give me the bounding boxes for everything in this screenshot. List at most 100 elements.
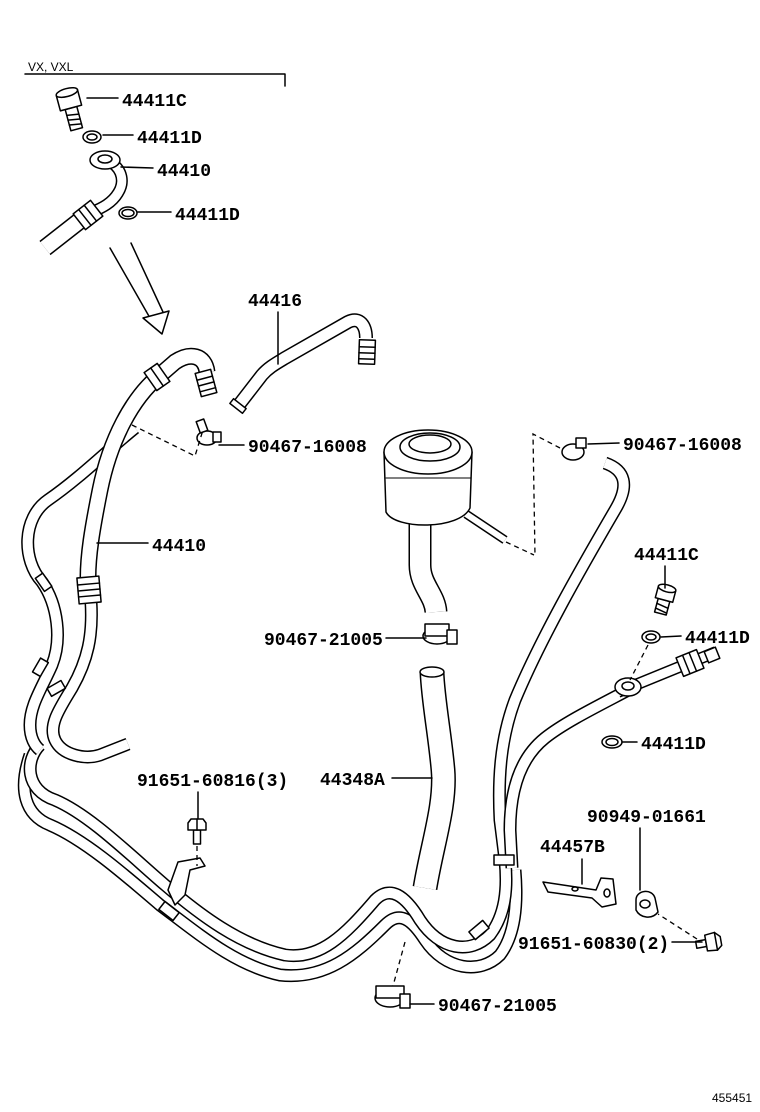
side-outlet-fill xyxy=(466,514,505,540)
part-number-label: 44348A xyxy=(320,771,385,791)
arrow-line xyxy=(109,247,151,319)
gasket-right-upper xyxy=(641,630,661,644)
assembly-lines xyxy=(131,424,698,987)
bolt-head xyxy=(703,931,723,952)
fitting-body xyxy=(357,338,377,366)
thread-line xyxy=(199,386,217,393)
hose-end xyxy=(229,397,247,415)
tube-clamps xyxy=(31,572,515,941)
variant-label: VX, VXL xyxy=(28,60,74,74)
thread-line xyxy=(358,351,376,355)
hose-fitting xyxy=(675,648,705,678)
part-number-label: 44410 xyxy=(157,162,211,182)
thread-line xyxy=(77,594,102,598)
clamp-hole xyxy=(639,899,651,909)
thread-line xyxy=(76,582,101,586)
gasket-lower xyxy=(118,206,138,220)
main-pressure-hose xyxy=(53,356,218,757)
part-number-labels: 44411C 44411D 44410 44411D 44416 90467-1… xyxy=(122,92,750,1017)
tube-fill xyxy=(53,602,128,757)
gasket-hole xyxy=(121,208,135,218)
inset-variant: VX, VXL xyxy=(24,60,286,335)
banjo-fitting xyxy=(89,150,121,170)
bracket-hole xyxy=(603,888,611,898)
part-number-label: 44411C xyxy=(634,546,699,566)
leader-line xyxy=(587,442,620,445)
bracket-left xyxy=(167,857,206,906)
clamp-band xyxy=(375,985,405,999)
bolt-head-top xyxy=(657,583,677,594)
reservoir-cap-top xyxy=(408,434,452,454)
thread-line xyxy=(77,208,92,227)
thread-line xyxy=(66,113,80,117)
part-number-label: 90949-01661 xyxy=(587,808,706,828)
tube-fill xyxy=(30,463,624,956)
leader-line xyxy=(660,635,682,638)
thread-line xyxy=(149,367,165,387)
hose-fitting xyxy=(72,199,104,231)
hose-fitting xyxy=(143,362,171,392)
thread-line xyxy=(67,118,81,121)
hose-fill xyxy=(238,320,366,406)
part-number-label: 44411D xyxy=(641,735,706,755)
thread-line xyxy=(688,651,698,672)
hose-end-cap xyxy=(229,397,247,415)
thread-line xyxy=(656,602,669,610)
gasket-hole xyxy=(645,633,657,641)
clamp-tab xyxy=(399,993,411,1009)
hose-outline xyxy=(238,320,366,406)
tube-clamp xyxy=(158,900,180,922)
thread-line xyxy=(196,375,214,381)
location-arrow xyxy=(109,242,170,335)
return-tube xyxy=(30,463,624,956)
reservoir-hose-44348A xyxy=(420,667,444,888)
thread-line xyxy=(77,588,101,592)
return-hose-44416 xyxy=(229,320,377,415)
diagram-id: 455451 xyxy=(712,1091,752,1105)
tube-clamp xyxy=(34,572,53,593)
thread-line xyxy=(654,607,668,614)
thread-line xyxy=(197,381,215,387)
thread-line xyxy=(358,345,376,349)
assembly-line xyxy=(532,432,561,557)
clamp-tab xyxy=(446,629,458,645)
reservoir xyxy=(383,429,505,612)
gasket-right-lower xyxy=(601,735,623,749)
part-number-label: 44457B xyxy=(540,838,605,858)
tube-clamp xyxy=(468,919,490,941)
union-bolt xyxy=(55,86,84,132)
part-number-label: 90467-21005 xyxy=(438,997,557,1017)
part-number-label: 91651-60830(2) xyxy=(518,935,669,955)
hex-edge xyxy=(713,931,719,951)
fitting-body xyxy=(72,199,104,231)
assembly-line xyxy=(505,541,535,556)
clamp-left xyxy=(195,418,222,446)
right-pressure-tube xyxy=(510,647,720,868)
clamp-tab xyxy=(575,437,587,449)
assembly-line xyxy=(392,941,406,987)
part-number-label: 44416 xyxy=(248,292,302,312)
thread-line xyxy=(68,123,83,126)
bolt-right xyxy=(694,931,723,952)
bolt-shank xyxy=(192,829,202,845)
arrow-line xyxy=(130,242,164,313)
outlet-fill xyxy=(420,522,436,612)
bracket-44457B xyxy=(542,877,617,908)
banjo-hole xyxy=(621,681,635,691)
clamp-reservoir xyxy=(422,623,458,645)
clamp-band xyxy=(424,623,450,637)
bracket-plate xyxy=(167,857,206,906)
hose-fitting xyxy=(76,575,102,605)
banjo-hole xyxy=(97,154,113,164)
clamp-tab xyxy=(212,431,222,443)
part-number-label: 44410 xyxy=(152,537,206,557)
tube-clamp xyxy=(31,657,50,678)
hose-end xyxy=(419,666,445,678)
part-number-label: 44411D xyxy=(137,129,202,149)
pipe-end-cap xyxy=(703,646,721,664)
union-bolt-right xyxy=(653,583,677,616)
thread-line xyxy=(358,357,376,361)
part-number-label: 44411D xyxy=(175,206,240,226)
banjo-fitting xyxy=(614,677,642,697)
